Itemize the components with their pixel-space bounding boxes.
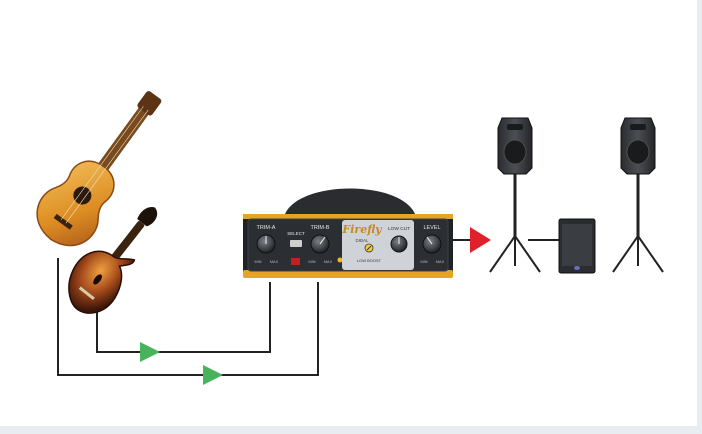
center-panel [342, 220, 414, 270]
trim-b-max: MAX [324, 260, 333, 264]
select-led [291, 258, 300, 265]
guitar-cable [57, 258, 319, 376]
firefly-di-box: TRIM-A MIN MAX SELECT TRIM-B MIN MAX Fir… [243, 188, 453, 278]
pa-speaker-left-icon [489, 117, 541, 273]
frame-edge-bottom [0, 426, 702, 434]
acoustic-guitar-icon [36, 91, 162, 247]
input-arrow-mandolin [140, 342, 160, 362]
trim-b-min: MIN [309, 260, 316, 264]
input-arrow-guitar [203, 365, 223, 385]
trim-a-min: MIN [255, 260, 262, 264]
trim-a-label: TRIM-A [257, 225, 276, 231]
trim-a-max: MAX [270, 260, 279, 264]
trim-b-label: TRIM-B [311, 225, 330, 231]
brand-logo: Firefly [341, 223, 383, 236]
mandolin-icon [68, 207, 158, 314]
frame-edge-right [697, 0, 702, 434]
level-min: MIN [421, 260, 428, 264]
select-label: SELECT [287, 231, 305, 236]
power-led [337, 257, 343, 263]
select-switch [290, 240, 302, 247]
diagram-canvas: TRIM-A MIN MAX SELECT TRIM-B MIN MAX Fir… [36, 91, 664, 385]
low-cut-label: LOW CUT [388, 226, 410, 232]
pa-speaker-right-icon [612, 117, 664, 273]
model-label: DIBAL [355, 238, 369, 243]
low-boost-label: LOW BOOST [357, 258, 382, 263]
level-max: MAX [436, 260, 445, 264]
level-label: LEVEL [423, 225, 440, 231]
subwoofer-icon [558, 218, 596, 274]
input-cables [57, 239, 560, 376]
mandolin-cable [96, 282, 271, 353]
output-arrow [470, 227, 491, 253]
